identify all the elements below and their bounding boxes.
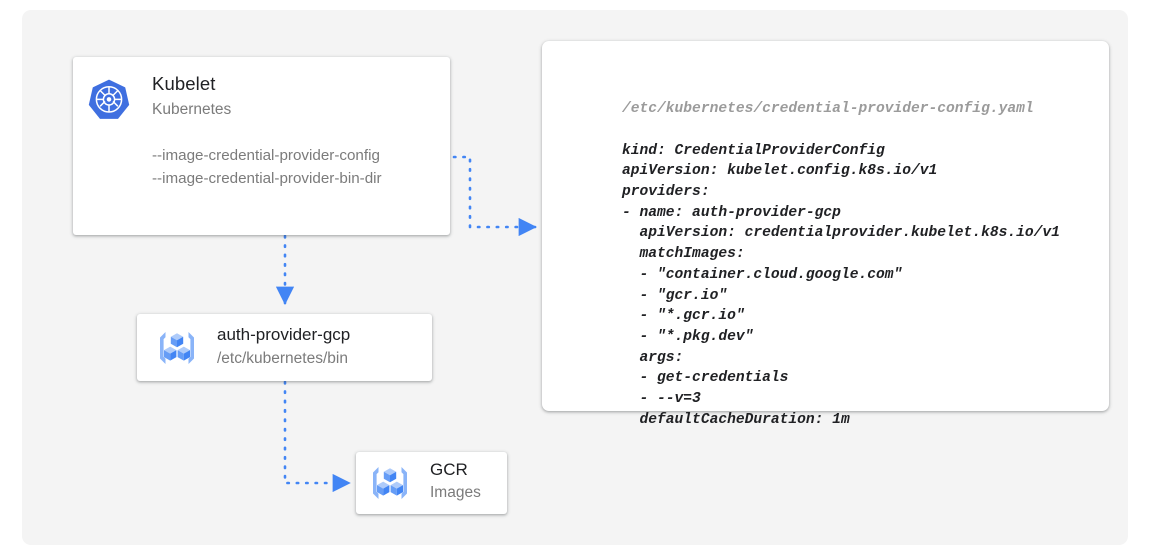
gcr-title: GCR [430, 460, 468, 479]
container-registry-icon [149, 320, 205, 376]
kubelet-flag-image-credential-provider-config: --image-credential-provider-config [152, 147, 380, 164]
code-lines: kind: CredentialProviderConfig apiVersio… [622, 142, 1060, 428]
code-block: /etc/kubernetes/credential-provider-conf… [622, 58, 1099, 427]
credential-provider-config-panel: /etc/kubernetes/credential-provider-conf… [542, 41, 1109, 428]
kubelet-title: Kubelet [152, 73, 216, 94]
auth-provider-gcp-card[interactable]: auth-provider-gcp /etc/kubernetes/bin [137, 314, 432, 381]
code-filename: /etc/kubernetes/credential-provider-conf… [622, 101, 1034, 118]
kubelet-card[interactable]: Kubelet Kubernetes --image-credential-pr… [73, 57, 450, 235]
gcr-card[interactable]: GCR Images [356, 452, 507, 514]
kubernetes-logo-icon [86, 78, 132, 124]
kubelet-subtitle: Kubernetes [152, 101, 232, 118]
container-registry-icon [362, 455, 418, 511]
auth-provider-gcp-title: auth-provider-gcp [217, 325, 351, 344]
gcr-subtitle: Images [430, 484, 481, 501]
kubelet-flag-image-credential-provider-bin-dir: --image-credential-provider-bin-dir [152, 170, 382, 187]
auth-provider-gcp-path: /etc/kubernetes/bin [217, 350, 348, 367]
